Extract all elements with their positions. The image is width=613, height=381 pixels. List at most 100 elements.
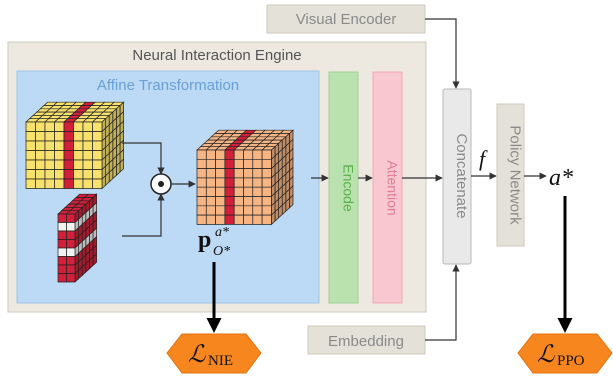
cube-front-cell — [73, 159, 84, 170]
visual-encoder-to-concat-arrow — [425, 18, 460, 89]
cube-front-cell — [63, 140, 74, 151]
cube-front-cell — [252, 205, 263, 216]
cube-front-cell — [261, 205, 272, 216]
cube-front-cell — [35, 131, 46, 142]
cube-front-cell — [224, 168, 235, 179]
engine-title: Neural Interaction Engine — [132, 47, 301, 64]
cube-front-cell — [215, 149, 226, 160]
nie-loss-hexagon — [166, 333, 262, 374]
cube-front-cell — [25, 169, 36, 180]
cube-front-cell — [224, 177, 235, 188]
cube-front-cell — [261, 158, 272, 169]
cube-front-cell — [196, 214, 207, 225]
cube-front-cell — [57, 264, 67, 274]
cube-front-cell — [44, 159, 55, 170]
cube-front-cell — [205, 168, 216, 179]
cube-front-cell — [82, 169, 93, 180]
cube-front-cell — [66, 222, 76, 232]
encode-block — [328, 71, 359, 304]
cube-front-cell — [82, 159, 93, 170]
cube-front-cell — [57, 239, 67, 249]
cube-front-cell — [92, 121, 103, 132]
cube-front-cell — [196, 177, 207, 188]
cube-front-cell — [54, 150, 65, 161]
object-embedding-cube — [57, 193, 98, 283]
policy-network-label: Policy Network — [507, 125, 524, 225]
cube-front-cell — [196, 158, 207, 169]
cube-front-cell — [73, 150, 84, 161]
cube-front-cell — [205, 205, 216, 216]
cube-front-cell — [82, 140, 93, 151]
cube-front-cell — [243, 205, 254, 216]
cube-front-cell — [25, 159, 36, 170]
cube-front-cell — [44, 169, 55, 180]
cube-front-cell — [205, 196, 216, 207]
cube-front-cell — [215, 186, 226, 197]
cube-front-cell — [57, 273, 67, 283]
cube-front-cell — [57, 256, 67, 266]
cube-front-cell — [63, 169, 74, 180]
cube-front-cell — [66, 256, 76, 266]
cube-front-cell — [92, 169, 103, 180]
cube-front-cell — [215, 214, 226, 225]
cube-front-cell — [54, 169, 65, 180]
encode-label: Encode — [341, 164, 357, 212]
cube-front-cell — [66, 239, 76, 249]
cube-front-cell — [63, 131, 74, 142]
cube-front-cell — [252, 149, 263, 160]
cube-front-cell — [73, 131, 84, 142]
cube-front-cell — [196, 205, 207, 216]
cube-front-cell — [224, 214, 235, 225]
cube-front-cell — [54, 131, 65, 142]
cube-front-cell — [92, 178, 103, 189]
cube-front-cell — [261, 149, 272, 160]
visual-encoder-block — [266, 4, 426, 34]
cube-front-cell — [57, 230, 67, 240]
cube-front-cell — [233, 149, 244, 160]
cube-front-cell — [215, 196, 226, 207]
cube-front-cell — [73, 121, 84, 132]
cube-front-cell — [261, 196, 272, 207]
yellow-to-odot-arrow — [122, 142, 165, 175]
cube-front-cell — [196, 196, 207, 207]
cube-front-cell — [243, 214, 254, 225]
cube-front-cell — [224, 196, 235, 207]
cube-front-cell — [57, 222, 67, 232]
cube-front-cell — [92, 131, 103, 142]
cube-front-cell — [205, 177, 216, 188]
f-symbol: f — [479, 146, 488, 171]
affine-output-cube — [196, 129, 294, 226]
ppo-loss-subscript: PPO — [557, 353, 585, 369]
cube-front-cell — [205, 158, 216, 169]
cube-front-cell — [63, 178, 74, 189]
cube-front-cell — [243, 158, 254, 169]
cube-front-cell — [25, 178, 36, 189]
cube-front-cell — [82, 178, 93, 189]
cube-front-cell — [243, 196, 254, 207]
cube-front-cell — [35, 178, 46, 189]
cube-front-cell — [233, 186, 244, 197]
cube-front-cell — [196, 186, 207, 197]
embedding-to-concat-arrow — [425, 264, 460, 341]
cube-front-cell — [73, 178, 84, 189]
p-superscript: a* — [215, 225, 229, 240]
cube-front-cell — [243, 149, 254, 160]
cube-front-cell — [243, 177, 254, 188]
cube-front-cell — [233, 214, 244, 225]
cube-front-cell — [57, 247, 67, 257]
cube-front-cell — [92, 159, 103, 170]
cube-front-cell — [63, 150, 74, 161]
ppo-loss-script-l: ℒ — [537, 342, 555, 368]
visual-encoder-label: Visual Encoder — [296, 11, 397, 28]
visual-feature-cube — [25, 101, 125, 190]
cube-front-cell — [243, 186, 254, 197]
nie-loss-script-l: ℒ — [188, 342, 206, 368]
cube-front-cell — [215, 158, 226, 169]
cube-front-cell — [35, 140, 46, 151]
cube-front-cell — [224, 149, 235, 160]
cube-front-cell — [66, 247, 76, 257]
cube-front-cell — [73, 169, 84, 180]
cube-front-cell — [92, 150, 103, 161]
concatenate-label: Concatenate — [453, 133, 470, 218]
